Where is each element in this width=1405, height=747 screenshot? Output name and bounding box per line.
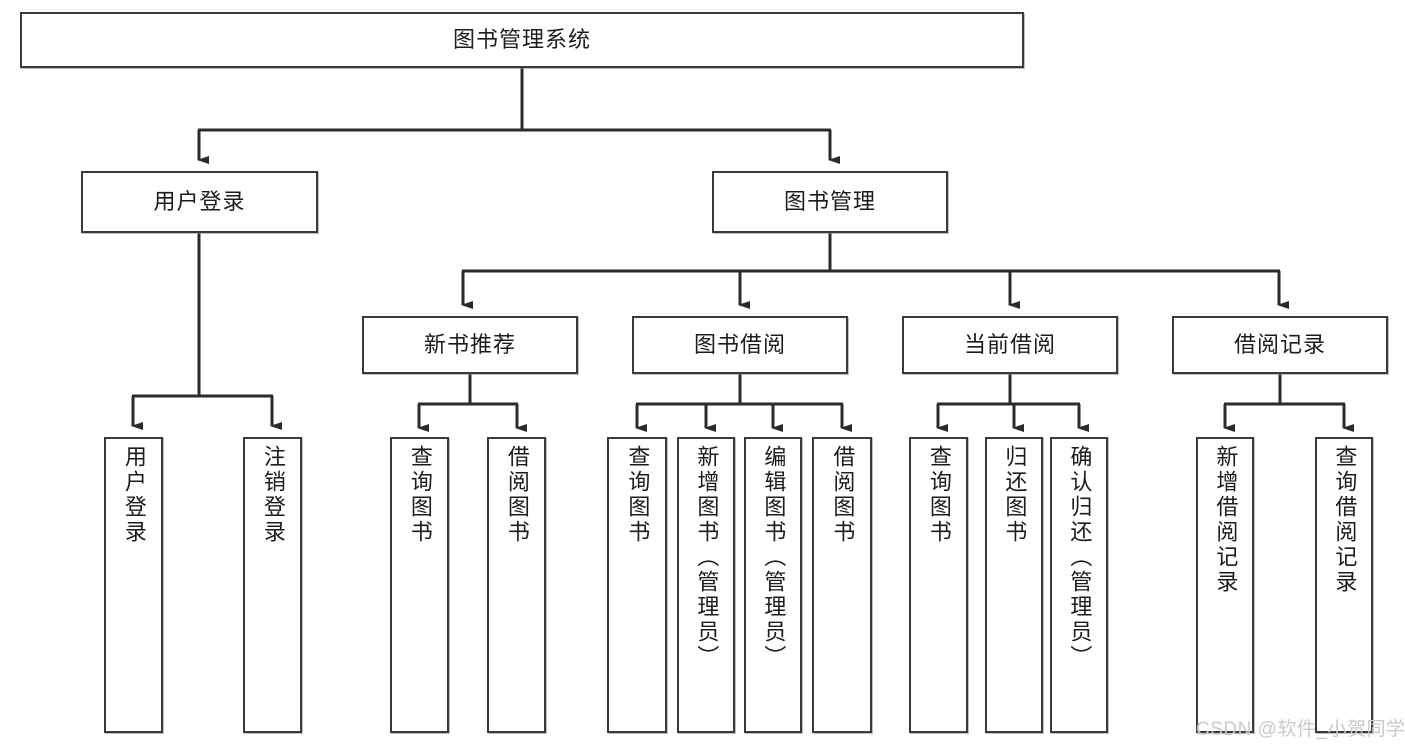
node-leaf-add-borrow-record-label: 新增借阅记录 xyxy=(1213,445,1239,595)
node-leaf-confirm-return-admin[interactable]: 确认归还（管理员） xyxy=(1050,437,1108,733)
node-leaf-user-login[interactable]: 用户登录 xyxy=(104,437,163,733)
node-root-label: 图书管理系统 xyxy=(452,27,591,52)
node-new-book-recommend[interactable]: 新书推荐 xyxy=(362,316,578,374)
node-leaf-edit-book-admin-label: 编辑图书（管理员） xyxy=(761,445,787,670)
node-book-borrow-label: 图书借阅 xyxy=(693,332,786,357)
node-leaf-return-book-label: 归还图书 xyxy=(1002,445,1028,545)
node-user-login[interactable]: 用户登录 xyxy=(81,171,318,233)
node-leaf-query-borrow-record-label: 查询借阅记录 xyxy=(1332,445,1358,595)
node-leaf-query-book-recommend[interactable]: 查询图书 xyxy=(390,437,449,733)
node-leaf-logout-login[interactable]: 注销登录 xyxy=(243,437,302,733)
node-book-borrow[interactable]: 图书借阅 xyxy=(632,316,848,374)
node-leaf-user-login-label: 用户登录 xyxy=(121,445,147,545)
node-leaf-add-book-admin-label: 新增图书（管理员） xyxy=(694,445,720,670)
node-borrow-record-label: 借阅记录 xyxy=(1233,332,1326,357)
node-leaf-add-borrow-record[interactable]: 新增借阅记录 xyxy=(1196,437,1254,733)
node-leaf-logout-login-label: 注销登录 xyxy=(260,445,286,545)
node-leaf-borrow-book-recommend[interactable]: 借阅图书 xyxy=(487,437,546,733)
node-root-system[interactable]: 图书管理系统 xyxy=(20,12,1024,68)
node-borrow-record[interactable]: 借阅记录 xyxy=(1172,316,1388,374)
node-leaf-query-book-borrow-label: 查询图书 xyxy=(625,445,651,545)
node-leaf-query-book-recommend-label: 查询图书 xyxy=(407,445,433,545)
node-user-login-label: 用户登录 xyxy=(153,189,246,214)
node-leaf-confirm-return-admin-label: 确认归还（管理员） xyxy=(1067,445,1093,670)
node-leaf-add-book-admin[interactable]: 新增图书（管理员） xyxy=(677,437,735,733)
node-leaf-query-borrow-record[interactable]: 查询借阅记录 xyxy=(1315,437,1373,733)
node-leaf-return-book[interactable]: 归还图书 xyxy=(985,437,1043,733)
node-leaf-query-book-current[interactable]: 查询图书 xyxy=(909,437,968,733)
node-current-borrow-label: 当前借阅 xyxy=(963,332,1056,357)
node-leaf-edit-book-admin[interactable]: 编辑图书（管理员） xyxy=(744,437,802,733)
node-leaf-borrow-book-label: 借阅图书 xyxy=(830,445,856,545)
node-leaf-borrow-book-recommend-label: 借阅图书 xyxy=(504,445,530,545)
node-book-management-label: 图书管理 xyxy=(783,189,876,214)
node-leaf-query-book-current-label: 查询图书 xyxy=(926,445,952,545)
node-current-borrow[interactable]: 当前借阅 xyxy=(902,316,1118,374)
node-book-management[interactable]: 图书管理 xyxy=(712,171,948,233)
node-leaf-query-book-borrow[interactable]: 查询图书 xyxy=(607,437,667,733)
node-leaf-borrow-book[interactable]: 借阅图书 xyxy=(812,437,872,733)
node-new-book-recommend-label: 新书推荐 xyxy=(423,332,516,357)
